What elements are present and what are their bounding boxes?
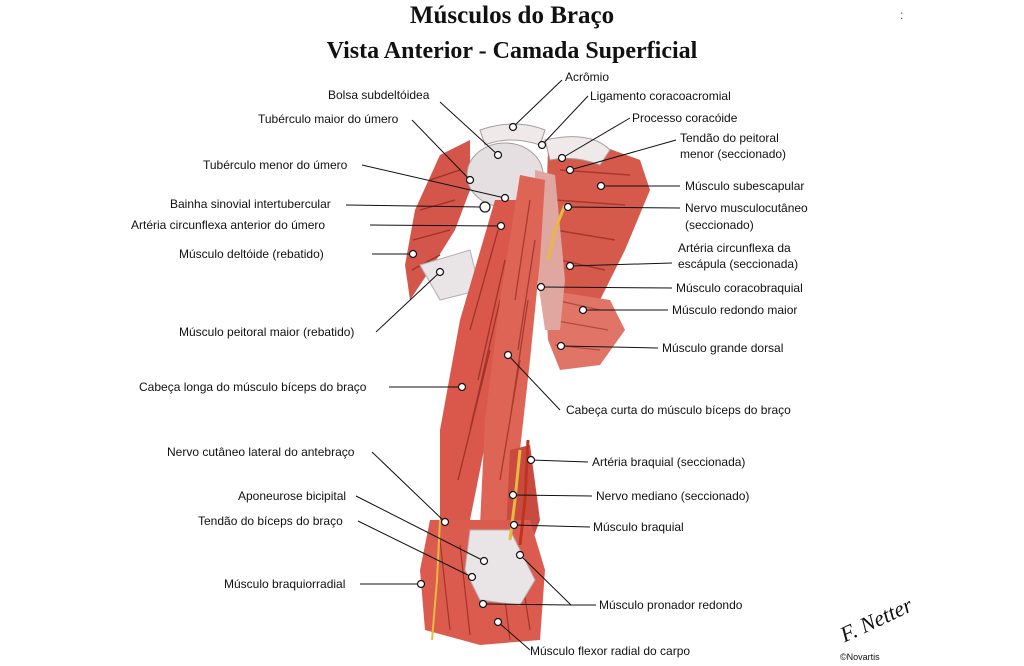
label-bolsa: Bolsa subdeltóidea xyxy=(328,88,429,102)
label-coracobraquial: Músculo coracobraquial xyxy=(676,281,803,295)
label-grande-dorsal: Músculo grande dorsal xyxy=(662,341,783,355)
label-tendao-biceps: Tendão do bíceps do braço xyxy=(198,514,343,528)
label-arteria-circ-ant: Artéria circunflexa anterior do úmero xyxy=(131,218,325,232)
label-ligamento: Ligamento coracoacromial xyxy=(590,89,731,103)
label-nervo-musc-1: Nervo musculocutâneo xyxy=(685,201,808,215)
label-tub-menor: Tubérculo menor do úmero xyxy=(203,158,347,172)
label-deltoide: Músculo deltóide (rebatido) xyxy=(179,247,324,261)
label-bainha: Bainha sinovial intertubercular xyxy=(170,197,331,211)
label-braquiorradial: Músculo braquiorradial xyxy=(224,577,345,591)
label-arteria-circ-esc-2: escápula (seccionada) xyxy=(678,257,798,271)
label-arteria-circ-esc-1: Artéria circunflexa da xyxy=(678,241,791,255)
label-processo: Processo coracóide xyxy=(632,111,737,125)
label-braquial: Músculo braquial xyxy=(593,520,684,534)
label-redondo-maior: Músculo redondo maior xyxy=(672,303,797,317)
label-peitoral-maior: Músculo peitoral maior (rebatido) xyxy=(179,325,354,339)
label-cabeca-longa: Cabeça longa do músculo bíceps do braço xyxy=(139,380,366,394)
label-tendao-peitoral-1: Tendão do peitoral xyxy=(680,131,779,145)
label-nervo-mediano: Nervo mediano (seccionado) xyxy=(596,489,749,503)
label-subescapular: Músculo subescapular xyxy=(685,179,804,193)
credit-text: ©Novartis xyxy=(840,652,880,662)
label-tendao-peitoral-2: menor (seccionado) xyxy=(680,147,786,161)
label-tub-maior: Tubérculo maior do úmero xyxy=(258,112,398,126)
label-arteria-braquial: Artéria braquial (seccionada) xyxy=(592,455,745,469)
label-cabeca-curta: Cabeça curta do músculo bíceps do braço xyxy=(566,403,791,417)
label-aponeurose: Aponeurose bicipital xyxy=(238,489,346,503)
label-pronador: Músculo pronador redondo xyxy=(599,598,742,612)
label-nervo-cutaneo: Nervo cutâneo lateral do antebraço xyxy=(167,445,354,459)
label-flexor: Músculo flexor radial do carpo xyxy=(530,644,690,658)
label-nervo-musc-2: (seccionado) xyxy=(685,218,754,232)
label-acromio: Acrômio xyxy=(565,70,609,84)
